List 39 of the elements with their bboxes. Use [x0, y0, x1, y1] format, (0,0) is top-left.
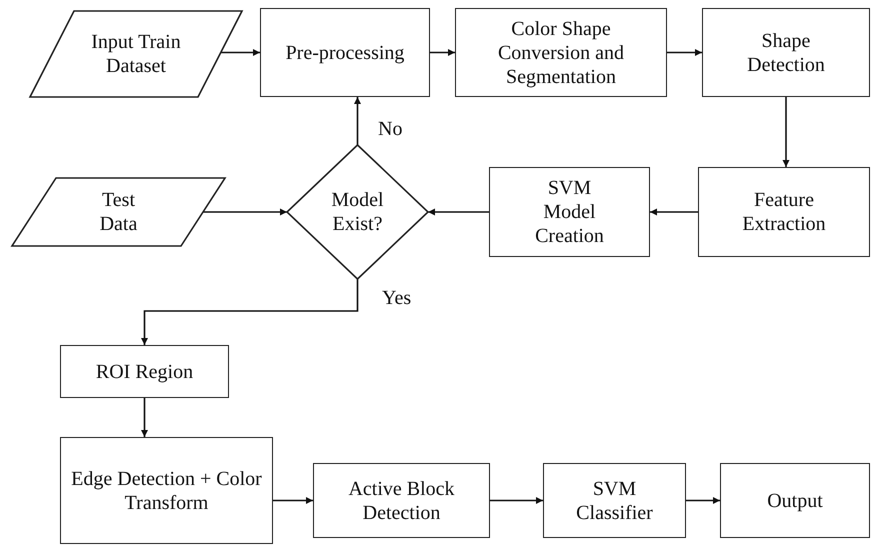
process-box — [702, 8, 870, 97]
arrow — [428, 208, 489, 216]
arrow — [220, 49, 260, 56]
node-label: Active Block Detection — [347, 476, 456, 524]
node-label: Shape Detection — [746, 28, 826, 76]
process-box — [698, 167, 870, 257]
node-label: Output — [767, 488, 823, 512]
arrow — [667, 49, 702, 56]
arrow — [141, 279, 358, 345]
process-box — [720, 463, 870, 538]
arrow — [203, 208, 287, 216]
process-box — [489, 167, 650, 257]
process-box — [455, 8, 667, 97]
arrow — [141, 398, 148, 437]
arrow — [686, 497, 720, 504]
data-parallelogram — [12, 177, 225, 247]
arrow — [490, 497, 543, 504]
process-box — [543, 463, 686, 538]
node-label: SVM Model Creation — [534, 176, 605, 248]
node-label: Model Exist? — [330, 188, 385, 236]
arrow — [782, 97, 790, 167]
node-label: ROI Region — [96, 360, 194, 384]
process-box — [260, 8, 430, 97]
node-label: SVM Classifier — [575, 476, 654, 524]
node-label: Input Train Dataset — [90, 30, 182, 78]
process-box — [60, 437, 273, 544]
arrow — [354, 97, 361, 145]
node-label: Edge Detection + Color Transform — [70, 466, 263, 514]
process-box — [313, 463, 490, 538]
node-label: Test Data — [98, 188, 138, 236]
process-box — [60, 345, 229, 398]
node-label: Color Shape Conversion and Segmentation — [496, 16, 626, 88]
arrow — [650, 208, 698, 216]
data-parallelogram — [30, 10, 242, 98]
arrow — [430, 49, 455, 56]
arrow — [273, 497, 313, 504]
node-label: Pre-processing — [286, 40, 404, 64]
decision-diamond — [287, 145, 428, 279]
node-label: Feature Extraction — [741, 188, 827, 236]
